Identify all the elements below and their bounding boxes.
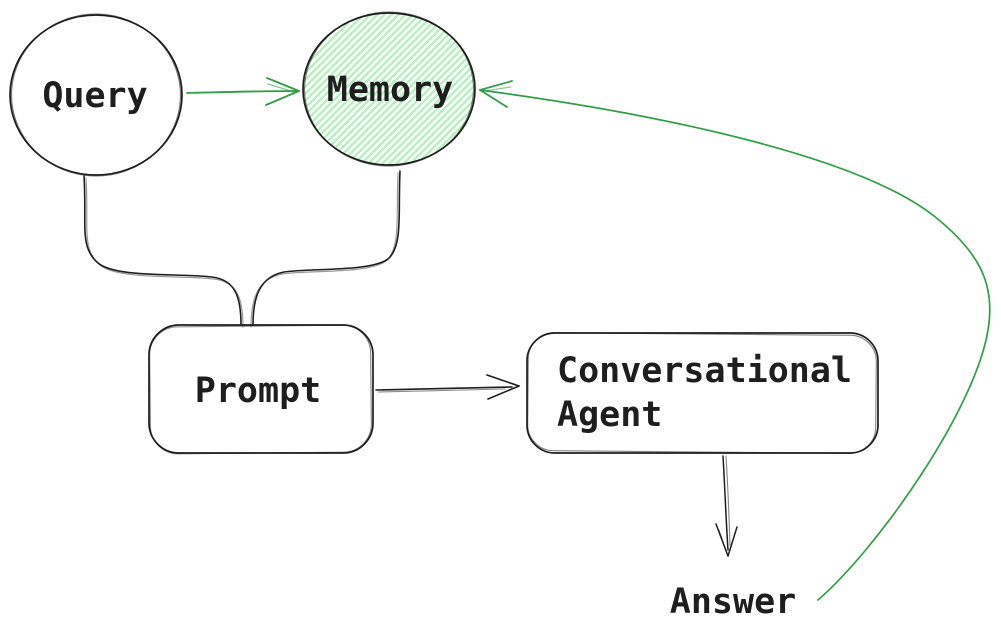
query-node-shape: [9, 13, 183, 177]
query-to-prompt-connector: [83, 175, 244, 328]
query-to-memory-arrow: [186, 77, 300, 106]
memory-node-shape: [302, 11, 476, 167]
prompt-node-label: Prompt: [194, 371, 322, 411]
memory-to-prompt-connector: [250, 170, 401, 328]
answer-label: Answer: [669, 582, 797, 622]
agent-node-shape: [526, 332, 879, 454]
agent-to-answer-arrow: [715, 455, 738, 557]
memory-node-label: Memory: [326, 70, 454, 110]
prompt-to-agent-arrow: [375, 374, 520, 400]
answer-to-memory-arrow: [479, 80, 991, 601]
query-node-label: Query: [42, 76, 148, 116]
agent-node-label: Conversational Agent: [557, 351, 853, 435]
prompt-node-shape: [148, 324, 374, 455]
